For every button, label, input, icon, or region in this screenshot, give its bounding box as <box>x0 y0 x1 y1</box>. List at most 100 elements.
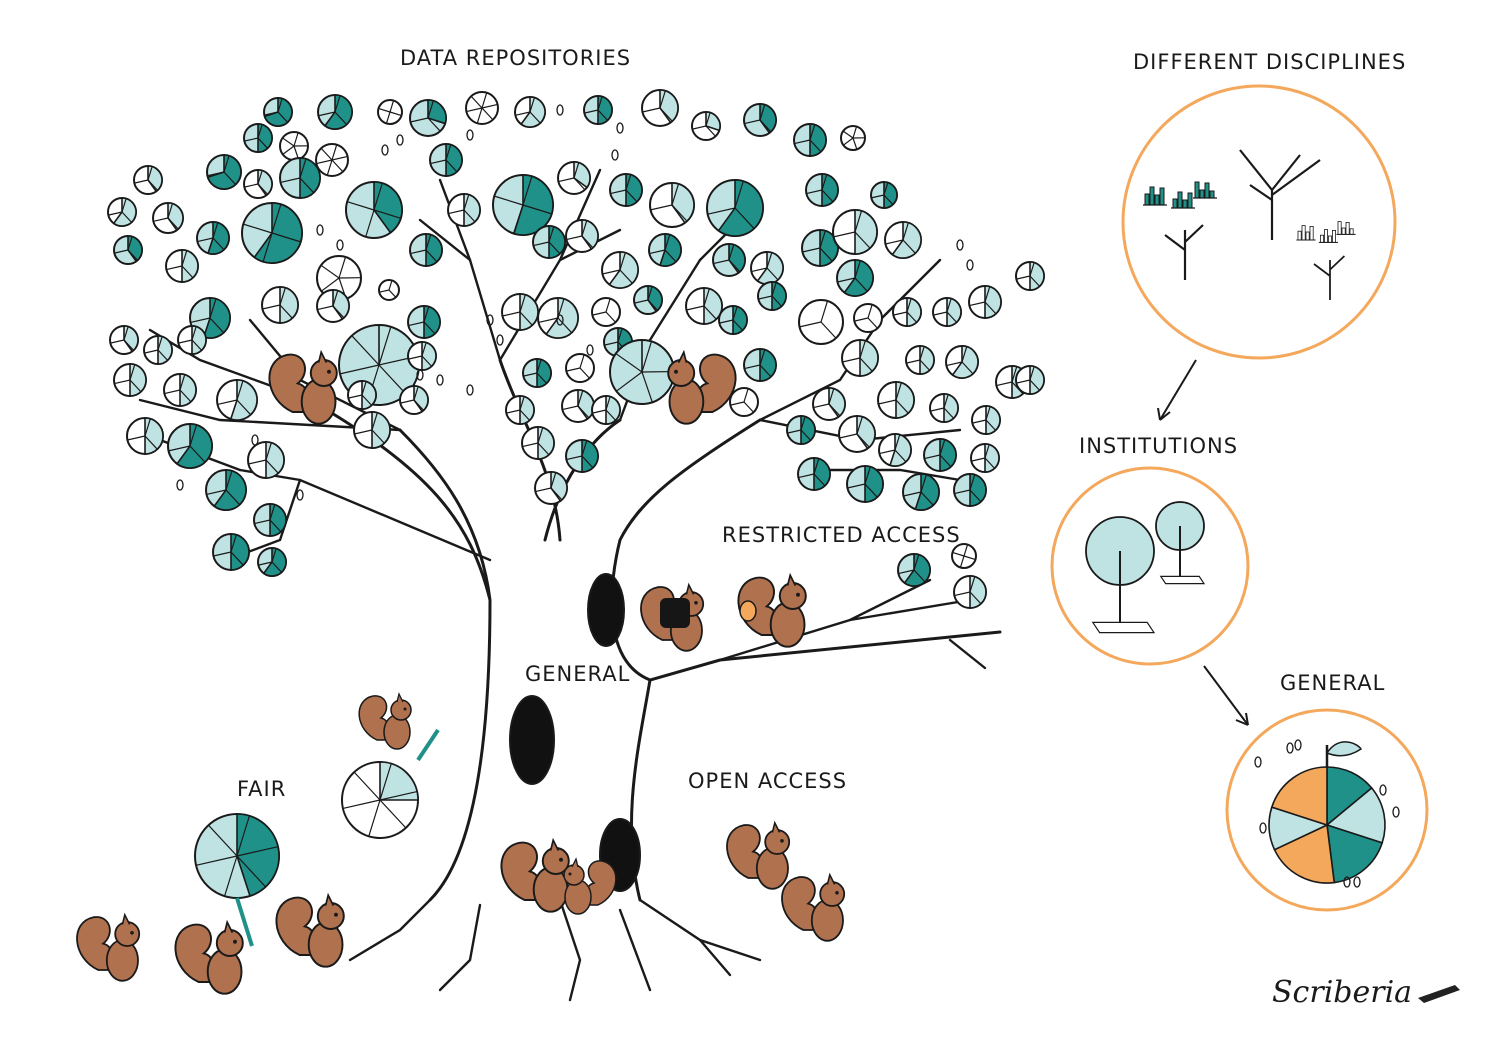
black-shirt <box>660 598 690 628</box>
data-pie <box>650 183 694 227</box>
data-bit <box>957 240 963 250</box>
data-pie <box>195 814 279 898</box>
data-pie <box>280 158 320 198</box>
data-pie <box>707 180 763 236</box>
data-pie <box>813 388 845 420</box>
data-pie <box>794 124 826 156</box>
data-pie <box>584 96 612 124</box>
data-pie <box>1016 366 1044 394</box>
data-pie <box>610 174 642 206</box>
squirrel <box>501 840 568 912</box>
data-pie <box>134 166 162 194</box>
data-pie <box>242 203 302 263</box>
data-pie <box>751 252 783 284</box>
data-pie <box>841 126 865 150</box>
data-pie <box>354 412 390 448</box>
data-pie <box>971 444 999 472</box>
branch <box>950 640 985 668</box>
signature-logo: Scriberia <box>1272 975 1412 1010</box>
data-bit <box>612 150 618 160</box>
data-pie <box>906 346 934 374</box>
data-pie <box>244 124 272 152</box>
data-pie <box>127 418 163 454</box>
data-pie <box>885 222 921 258</box>
squirrel <box>668 352 735 424</box>
label-data-repositories: DATA REPOSITORIES <box>400 46 631 70</box>
data-pie <box>924 439 956 471</box>
root <box>440 905 480 990</box>
data-pie <box>466 92 498 124</box>
data-pie <box>686 288 722 324</box>
squirrel <box>564 859 616 914</box>
data-pie <box>558 162 590 194</box>
data-pie <box>758 282 786 310</box>
data-pie <box>833 210 877 254</box>
data-pie <box>649 234 681 266</box>
data-bit <box>437 375 443 385</box>
data-pie <box>1016 262 1044 290</box>
data-pie <box>798 458 830 490</box>
data-pie <box>110 326 138 354</box>
data-pie <box>642 90 678 126</box>
data-pie <box>839 416 875 452</box>
data-bit <box>397 135 403 145</box>
label-restricted-access: RESTRICTED ACCESS <box>722 523 961 547</box>
data-pie <box>954 576 986 608</box>
root <box>560 900 580 1000</box>
squirrel <box>269 352 336 424</box>
data-pie <box>522 427 554 459</box>
data-pie <box>806 174 838 206</box>
data-pie <box>787 416 815 444</box>
data-pie <box>114 364 146 396</box>
data-pie <box>562 390 594 422</box>
data-pie <box>538 298 578 338</box>
data-pie <box>400 386 428 414</box>
squirrel <box>782 875 844 941</box>
data-pie <box>692 112 720 140</box>
data-pie <box>217 380 257 420</box>
data-pie <box>408 306 440 338</box>
data-pie <box>878 382 914 418</box>
data-pie <box>972 406 1000 434</box>
data-pie <box>317 290 349 322</box>
data-pie <box>164 374 196 406</box>
data-pie <box>952 544 976 568</box>
tree-hole <box>510 696 554 784</box>
data-pie <box>280 132 308 160</box>
arrow <box>1204 666 1248 725</box>
data-pie <box>847 466 883 502</box>
label-general-right: GENERAL <box>1280 671 1385 695</box>
data-pie <box>197 222 229 254</box>
data-pie <box>515 97 545 127</box>
data-pie <box>610 340 674 404</box>
tree-hole <box>588 574 624 646</box>
data-pie <box>316 144 348 176</box>
data-bit <box>497 335 503 345</box>
data-pie <box>506 396 534 424</box>
data-pie <box>871 182 897 208</box>
root <box>350 900 430 960</box>
data-pie <box>248 442 284 478</box>
data-pie <box>262 287 298 323</box>
data-bit <box>297 490 303 500</box>
data-pie <box>166 250 198 282</box>
data-bit <box>467 385 473 395</box>
data-pie <box>898 554 930 586</box>
data-pie <box>535 472 567 504</box>
data-pie <box>719 306 747 334</box>
data-bit <box>967 260 973 270</box>
data-pie <box>893 298 921 326</box>
label-institutions: INSTITUTIONS <box>1079 434 1238 458</box>
data-pie <box>206 470 246 510</box>
arrow <box>1160 360 1196 420</box>
data-pie <box>592 298 620 326</box>
label-fair: FAIR <box>237 777 286 801</box>
data-pie <box>566 440 598 472</box>
data-pie <box>254 504 286 536</box>
data-pie <box>523 359 551 387</box>
data-pie <box>799 300 843 344</box>
data-pie <box>342 762 418 838</box>
data-pie <box>178 326 206 354</box>
label-open-access: OPEN ACCESS <box>688 769 847 793</box>
data-pie <box>114 236 142 264</box>
